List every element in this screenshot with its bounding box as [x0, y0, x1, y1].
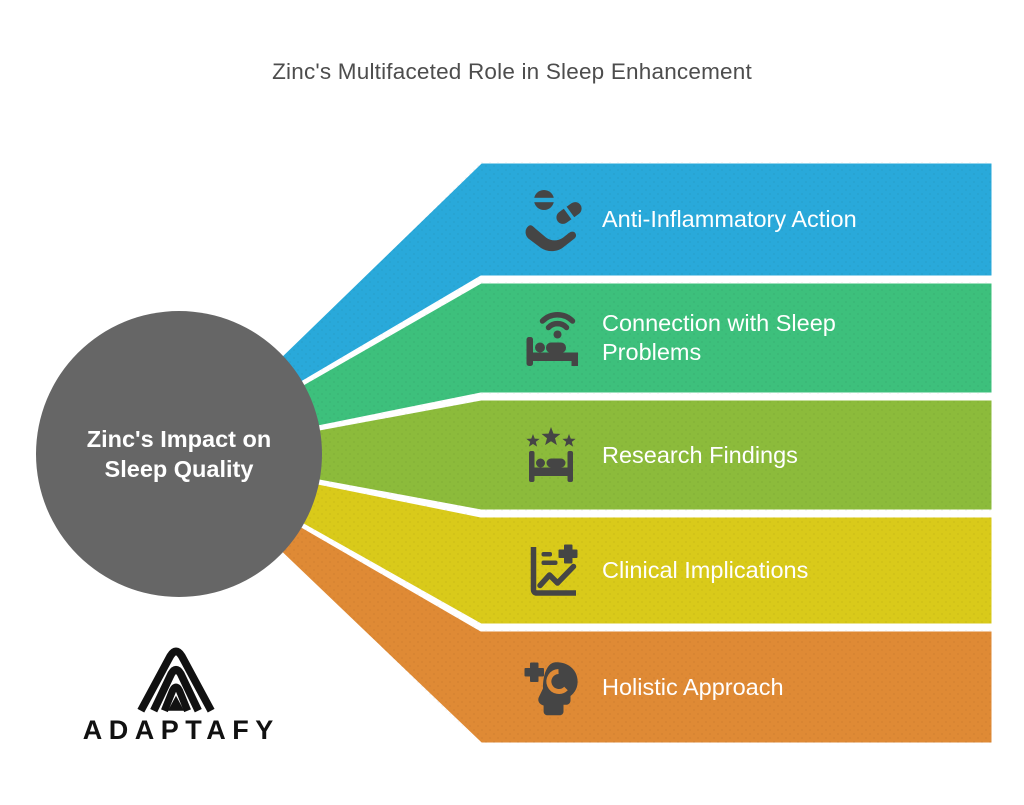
hand-holding-pills-icon: [525, 190, 582, 252]
band-label-holistic-approach: Holistic Approach: [602, 673, 784, 700]
band-label-research-findings: Research Findings: [602, 441, 798, 468]
band-label-anti-inflammatory: Anti-Inflammatory Action: [602, 206, 857, 233]
bed-wifi-icon: [526, 312, 578, 366]
band-texture: [179, 399, 993, 511]
chart-plus-icon: [530, 544, 578, 596]
band-label-sleep-problems: Connection with Sleep Problems: [602, 310, 836, 365]
band-texture: [179, 162, 993, 455]
band-texture: [179, 455, 993, 625]
center-circle-label: Zinc's Impact on Sleep Quality: [86, 425, 272, 482]
head-plus-icon: [524, 662, 578, 716]
adaptafy-wordmark: ADAPTAFY: [82, 715, 280, 745]
band-label-clinical-implications: Clinical Implications: [602, 557, 809, 584]
center-circle: Zinc's Impact on Sleep Quality: [36, 311, 322, 597]
adaptafy-logo-icon: [137, 647, 215, 713]
page-title: Zinc's Multifaceted Role in Sleep Enhanc…: [272, 59, 752, 84]
band-texture: [179, 282, 993, 455]
bed-stars-icon: [526, 427, 576, 482]
band-texture: [179, 455, 993, 744]
